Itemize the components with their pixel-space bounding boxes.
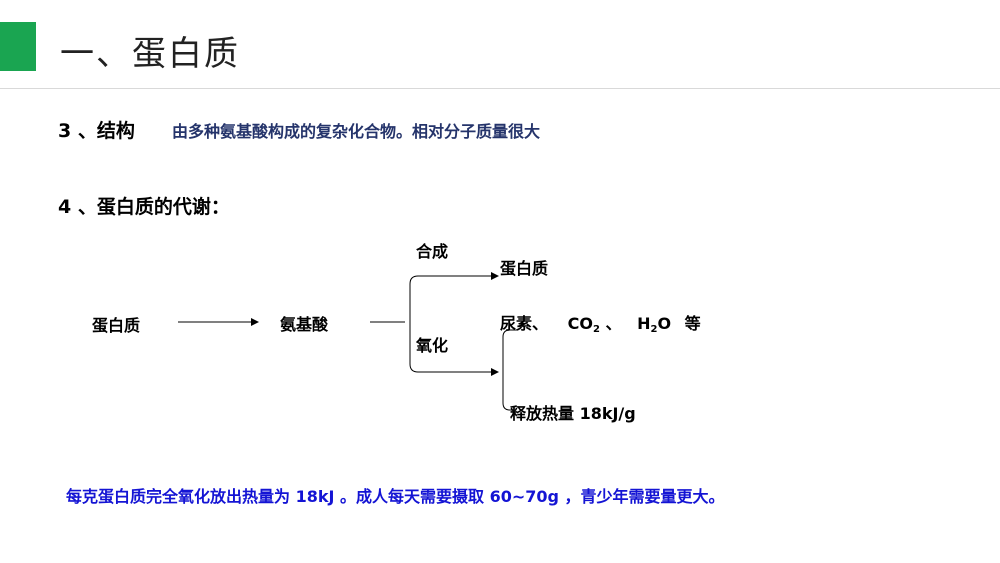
- sub-branch-bracket: [502, 329, 518, 411]
- node-oxidation-products: 尿素、 CO2 、 H2O 等: [500, 310, 701, 335]
- section-3-description: 由多种氨基酸构成的复杂化合物。相对分子质量很大: [172, 122, 541, 141]
- node-protein-product: 蛋白质: [500, 259, 549, 278]
- separator-text: 、: [605, 314, 622, 333]
- node-amino-acid: 氨基酸: [280, 315, 329, 334]
- node-protein: 蛋白质: [92, 316, 141, 335]
- node-energy-release: 释放热量 18kJ/g: [510, 404, 636, 423]
- section-4-label: 4 、蛋白质的代谢：: [58, 196, 230, 218]
- section-3-label: 3 、结构: [58, 120, 135, 142]
- co2-text: CO2: [567, 314, 600, 335]
- footnote: 每克蛋白质完全氧化放出热量为 18kJ 。成人每天需要摄取 60~70g ，青少…: [66, 487, 725, 506]
- page-title: 一、蛋白质: [60, 34, 240, 74]
- accent-bar: [0, 22, 36, 71]
- title-divider: [0, 88, 1000, 89]
- urea-text: 尿素、: [500, 314, 549, 333]
- etc-text: 等: [684, 314, 701, 333]
- h2o-text: H2O: [637, 314, 672, 335]
- label-oxidation: 氧化: [416, 336, 449, 355]
- label-synthesis: 合成: [416, 242, 449, 261]
- branch-bracket: [409, 275, 498, 373]
